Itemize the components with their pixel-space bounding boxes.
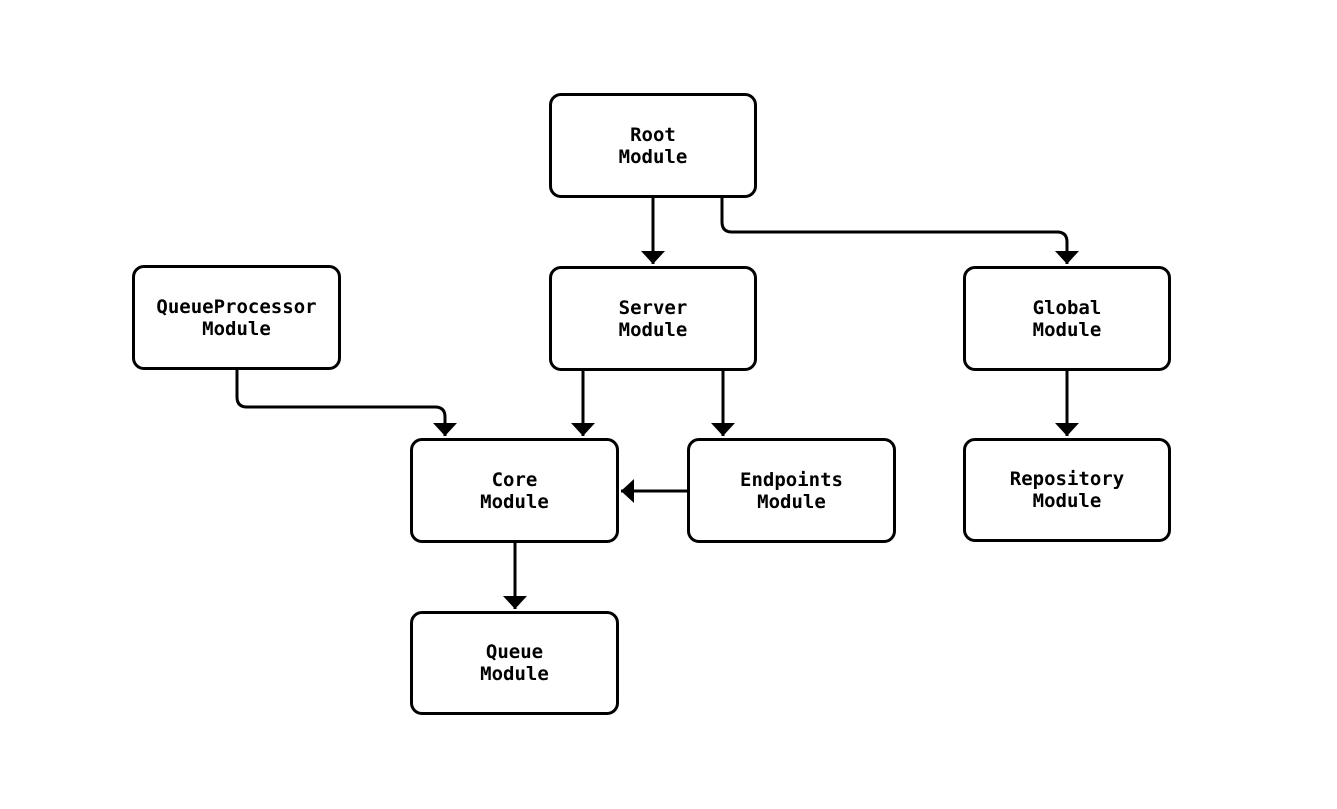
node-global-module: Global Module [963, 266, 1171, 371]
node-endpoints-module: Endpoints Module [687, 438, 896, 543]
node-repository-module: Repository Module [963, 438, 1171, 542]
node-server-module: Server Module [549, 266, 757, 371]
node-queueprocessor-module: QueueProcessor Module [132, 265, 341, 370]
edge-queueprocessor-to-core [235, 370, 457, 436]
node-queue-module: Queue Module [410, 611, 619, 715]
edge-root-to-global [720, 198, 1079, 264]
node-root-module: Root Module [549, 93, 757, 198]
node-core-module: Core Module [410, 438, 619, 543]
